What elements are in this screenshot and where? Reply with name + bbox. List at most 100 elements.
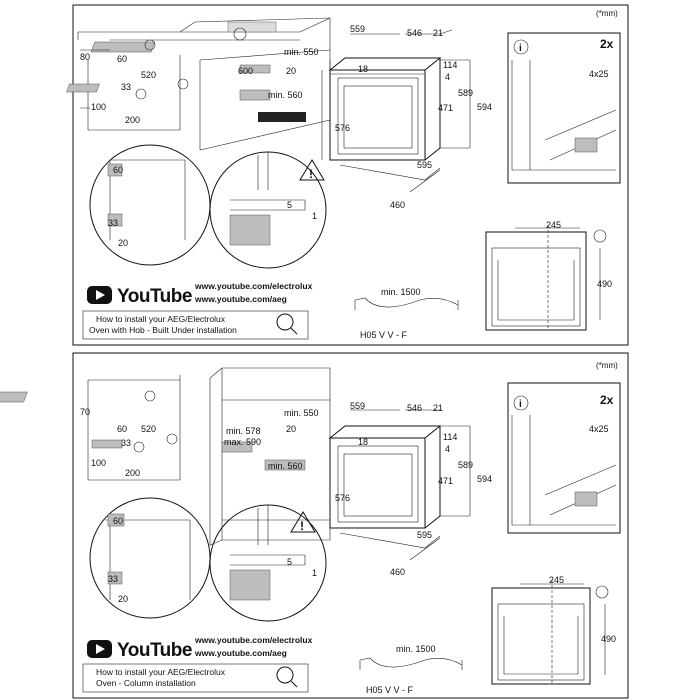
panel-frame	[72, 4, 629, 346]
oven-h576: 576	[335, 493, 350, 503]
side-w245: 245	[549, 575, 564, 585]
dim-20: 20	[286, 424, 296, 434]
oven-d114: 114	[443, 60, 457, 70]
oven-h471: 471	[438, 103, 453, 113]
oven-d460: 460	[390, 567, 405, 577]
side-w245: 245	[546, 220, 561, 230]
dim-min578: min. 578	[226, 426, 261, 436]
cable-min: min. 1500	[381, 287, 421, 297]
side-view	[491, 580, 609, 685]
info-icon	[513, 39, 529, 55]
oven-d18: 18	[358, 64, 368, 74]
svg-text:i: i	[519, 399, 522, 410]
youtube-brand: YouTube	[117, 286, 192, 307]
adjust-icon	[595, 585, 609, 599]
oven-d4: 4	[445, 444, 450, 454]
detail-d20: 20	[118, 238, 128, 248]
oven-h594: 594	[477, 474, 492, 484]
dim-min560: min. 560	[268, 90, 303, 100]
oven-d4: 4	[445, 72, 450, 82]
dim-100: 100	[91, 458, 106, 468]
oven-h594: 594	[477, 102, 492, 112]
url-aeg[interactable]: www.youtube.com/aeg	[194, 294, 287, 304]
oven-drawing	[328, 409, 471, 561]
youtube-block: YouTube www.youtube.com/electrolux www.y…	[82, 281, 313, 340]
detail-d1: 1	[312, 568, 317, 578]
detail-d60: 60	[113, 165, 123, 175]
unit-note: (*mm)	[596, 9, 618, 18]
dim-min550: min. 550	[284, 408, 319, 418]
dim-min550: min. 550	[284, 47, 319, 57]
title-line1: How to install your AEG/Electrolux	[96, 667, 226, 677]
dim-70: 70	[80, 407, 90, 417]
panel-column: (*mm) 70 60 520 33 100 200 min. 578 max.…	[0, 352, 629, 699]
dim-520: 520	[141, 70, 156, 80]
youtube-brand: YouTube	[117, 640, 192, 661]
panel-frame	[72, 352, 629, 699]
url-aeg[interactable]: www.youtube.com/aeg	[194, 648, 287, 658]
screw-detail: i	[507, 382, 621, 534]
detail-d33: 33	[108, 574, 118, 584]
oven-d460: 460	[390, 200, 405, 210]
oven-h589: 589	[458, 88, 473, 98]
detail-d1: 1	[312, 211, 317, 221]
oven-w595: 595	[417, 160, 432, 170]
oven-h471: 471	[438, 476, 453, 486]
warning-icon	[299, 159, 325, 181]
oven-w595: 595	[417, 530, 432, 540]
detail-circle-right: !	[209, 504, 327, 622]
detail-circle-right: !	[209, 151, 327, 269]
detail-d60: 60	[113, 516, 123, 526]
detail-d20: 20	[118, 594, 128, 604]
detail-circle-left	[89, 144, 211, 266]
dim-min560: min. 560	[268, 461, 303, 471]
unit-note: (*mm)	[596, 361, 618, 370]
info-icon	[513, 395, 529, 411]
title-box	[82, 663, 309, 693]
detail-d5: 5	[287, 200, 292, 210]
oven-d21: 21	[433, 28, 443, 38]
svg-text:!: !	[309, 167, 313, 181]
count-label: 2x	[600, 393, 614, 407]
side-h490: 490	[601, 634, 616, 644]
cable-type: H05 V V - F	[360, 330, 408, 340]
oven-w546: 546	[407, 28, 422, 38]
url-electrolux[interactable]: www.youtube.com/electrolux	[194, 281, 313, 291]
screw-size: 4x25	[589, 69, 609, 79]
url-electrolux[interactable]: www.youtube.com/electrolux	[194, 635, 313, 645]
dim-max590: max. 590	[224, 437, 261, 447]
title-box	[82, 310, 309, 340]
cable-type: H05 V V - F	[366, 685, 414, 695]
count-label: 2x	[600, 37, 614, 51]
oven-d21: 21	[433, 403, 443, 413]
detail-circle-left	[89, 497, 211, 619]
dim-33: 33	[121, 82, 131, 92]
oven-w559: 559	[350, 401, 365, 411]
cable	[354, 297, 459, 310]
oven-d114: 114	[443, 432, 457, 442]
dim-200: 200	[125, 115, 140, 125]
youtube-block: YouTube www.youtube.com/electrolux www.y…	[82, 635, 313, 693]
warning-icon	[290, 511, 316, 533]
search-icon[interactable]	[276, 313, 294, 331]
oven-h589: 589	[458, 460, 473, 470]
dim-600: 600	[238, 66, 253, 76]
title-line2: Oven - Column installation	[96, 678, 196, 688]
dim-520: 520	[141, 424, 156, 434]
search-icon[interactable]	[276, 666, 294, 684]
dim-80: 80	[80, 52, 90, 62]
oven-w546: 546	[407, 403, 422, 413]
dim-60: 60	[117, 54, 127, 64]
svg-text:!: !	[300, 519, 304, 533]
screw-size: 4x25	[589, 424, 609, 434]
svg-text:i: i	[519, 43, 522, 54]
oven-h576: 576	[335, 123, 350, 133]
cable-min: min. 1500	[396, 644, 436, 654]
dim-20: 20	[286, 66, 296, 76]
dim-200: 200	[125, 468, 140, 478]
oven-drawing	[321, 29, 471, 193]
dim-100: 100	[91, 102, 106, 112]
adjust-icon	[593, 229, 607, 243]
side-h490: 490	[597, 279, 612, 289]
